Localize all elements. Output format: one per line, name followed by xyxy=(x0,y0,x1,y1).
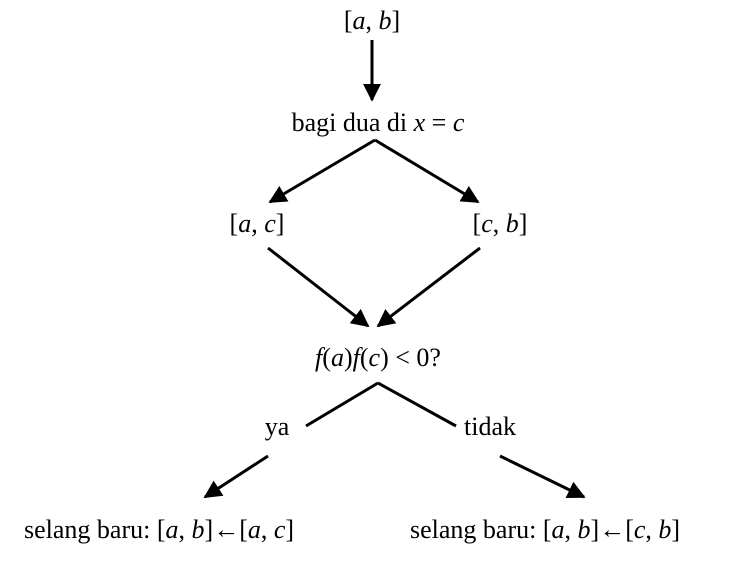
bracket: ] xyxy=(275,209,285,238)
paren: ( xyxy=(359,343,369,372)
bracket: ] xyxy=(671,515,681,544)
result-prefix: selang baru: xyxy=(410,515,543,544)
paren: ) xyxy=(343,343,353,372)
result-prefix: selang baru: xyxy=(24,515,157,544)
node-left-interval: [a, c] xyxy=(230,209,285,239)
var-x: x xyxy=(413,108,426,137)
var-c: c xyxy=(481,209,493,238)
equals: = xyxy=(425,108,453,137)
comparison: < 0? xyxy=(388,343,441,372)
var-b: b xyxy=(191,515,205,544)
arrow-left-to-test xyxy=(267,246,370,328)
bracket: [ xyxy=(343,6,353,35)
func-f: f xyxy=(315,343,323,372)
var-a: a xyxy=(330,343,344,372)
var-a: a xyxy=(352,6,366,35)
paren: ) xyxy=(380,343,389,372)
separator: , xyxy=(365,6,379,35)
var-b: b xyxy=(378,6,392,35)
bracket: [ xyxy=(239,515,248,544)
branch-label-yes: ya xyxy=(264,412,290,441)
var-a: a xyxy=(238,209,252,238)
assign-arrow: ← xyxy=(599,515,626,544)
var-b: b xyxy=(577,515,591,544)
arrow-no-to-result-right xyxy=(499,454,586,499)
separator: , xyxy=(178,515,192,544)
bracket: ] xyxy=(285,515,295,544)
bisect-text: bagi dua di xyxy=(291,108,414,137)
var-a: a xyxy=(551,515,565,544)
separator: , xyxy=(492,209,506,238)
line-test-to-yes xyxy=(305,381,379,428)
bracket: [ xyxy=(542,515,552,544)
arrow-yes-to-result-left xyxy=(203,454,269,499)
var-c: c xyxy=(452,108,465,137)
bracket: [ xyxy=(156,515,166,544)
node-right-interval: [c, b] xyxy=(473,209,528,239)
bracket: ] xyxy=(204,515,214,544)
paren: ( xyxy=(322,343,331,372)
bracket: ] xyxy=(590,515,600,544)
var-a: a xyxy=(165,515,179,544)
node-start-interval: [a, b] xyxy=(344,6,400,36)
var-c: c xyxy=(633,515,646,544)
bracket: [ xyxy=(625,515,634,544)
var-b: b xyxy=(505,209,519,238)
result-left: selang baru: [a, b]←[a, c] xyxy=(24,515,294,545)
line-test-to-no xyxy=(377,381,457,428)
node-bisect: bagi dua di x = c xyxy=(292,108,465,138)
separator: , xyxy=(564,515,578,544)
bracket: ] xyxy=(518,209,528,238)
var-c: c xyxy=(273,515,286,544)
arrow-bisect-to-right xyxy=(374,138,480,204)
separator: , xyxy=(645,515,659,544)
separator: , xyxy=(260,515,274,544)
assign-arrow: ← xyxy=(213,515,240,544)
bracket: ] xyxy=(391,6,401,35)
var-a: a xyxy=(247,515,261,544)
bracket: [ xyxy=(229,209,239,238)
arrow-right-to-test xyxy=(376,246,481,328)
node-sign-test: f(a)f(c) < 0? xyxy=(315,343,441,373)
var-c: c xyxy=(264,209,276,238)
separator: , xyxy=(251,209,265,238)
var-b: b xyxy=(658,515,672,544)
arrow-bisect-to-left xyxy=(268,138,376,204)
branch-label-no: tidak xyxy=(464,412,516,441)
result-right: selang baru: [a, b]←[c, b] xyxy=(410,515,680,545)
func-f: f xyxy=(352,343,360,372)
bracket: [ xyxy=(472,209,482,238)
var-c: c xyxy=(368,343,381,372)
